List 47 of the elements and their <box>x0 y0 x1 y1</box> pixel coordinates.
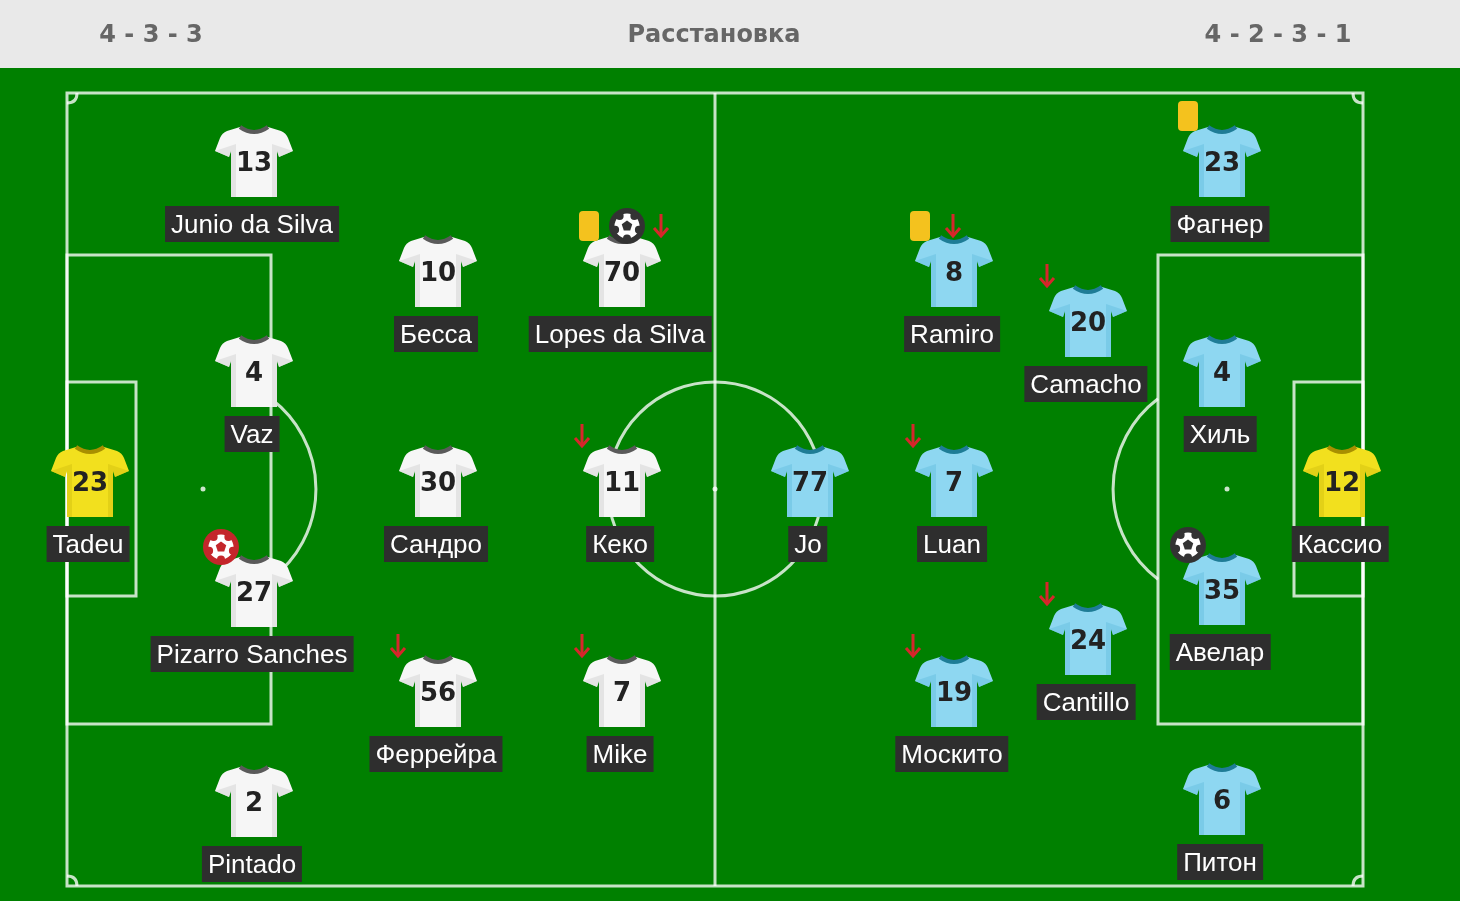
player-name: Бесса <box>394 316 478 352</box>
player-name: Москито <box>895 736 1009 772</box>
shirt-number: 23 <box>1203 149 1241 175</box>
player-name: Tadeu <box>46 526 130 562</box>
shirt-number: 13 <box>235 149 273 175</box>
formation-label: 4 - 3 - 3 <box>99 20 203 48</box>
player-name: Mike <box>586 736 654 772</box>
player-name: Кассио <box>1291 526 1389 562</box>
title: Расстановка <box>627 20 801 48</box>
shirt-number: 12 <box>1323 469 1361 495</box>
shirt-number: 20 <box>1069 309 1107 335</box>
player-name: Jo <box>788 526 828 562</box>
player-name: Хиль <box>1183 416 1257 452</box>
shirt-number: 77 <box>791 469 829 495</box>
shirt-number: 7 <box>944 469 964 495</box>
player-name: Авелар <box>1169 634 1271 670</box>
player-name: Кеко <box>586 526 654 562</box>
shirt-number: 2 <box>244 789 264 815</box>
shirt-number: 27 <box>235 579 273 605</box>
shirt-number: 70 <box>603 259 641 285</box>
player-name: Pizarro Sanches <box>150 636 354 672</box>
shirt-number: 30 <box>419 469 457 495</box>
shirt-number: 11 <box>603 469 641 495</box>
player-name: Junio da Silva <box>165 206 339 242</box>
shirt-number: 7 <box>612 679 632 705</box>
shirt-number: 23 <box>71 469 109 495</box>
player-name: Lopes da Silva <box>528 316 712 352</box>
player-name: Феррейра <box>369 736 503 772</box>
player-name: Питон <box>1177 844 1263 880</box>
shirt-number: 8 <box>944 259 964 285</box>
shirt-number: 4 <box>244 359 264 385</box>
player-name: Фагнер <box>1170 206 1270 242</box>
shirt-number: 56 <box>419 679 457 705</box>
formation-label: 4 - 2 - 3 - 1 <box>1204 20 1352 48</box>
player-name: Сандро <box>384 526 488 562</box>
shirt-number: 35 <box>1203 577 1241 603</box>
shirt-number: 24 <box>1069 627 1107 653</box>
shirt-number: 10 <box>419 259 457 285</box>
shirt-number: 6 <box>1212 787 1232 813</box>
player-name: Pintado <box>201 846 303 882</box>
player-name: Camacho <box>1024 366 1148 402</box>
shirt-number: 4 <box>1212 359 1232 385</box>
player-name: Luan <box>917 526 987 562</box>
shirt-number: 19 <box>935 679 973 705</box>
player-name: Cantillo <box>1036 684 1136 720</box>
player-name: Ramiro <box>904 316 1000 352</box>
player-name: Vaz <box>224 416 280 452</box>
